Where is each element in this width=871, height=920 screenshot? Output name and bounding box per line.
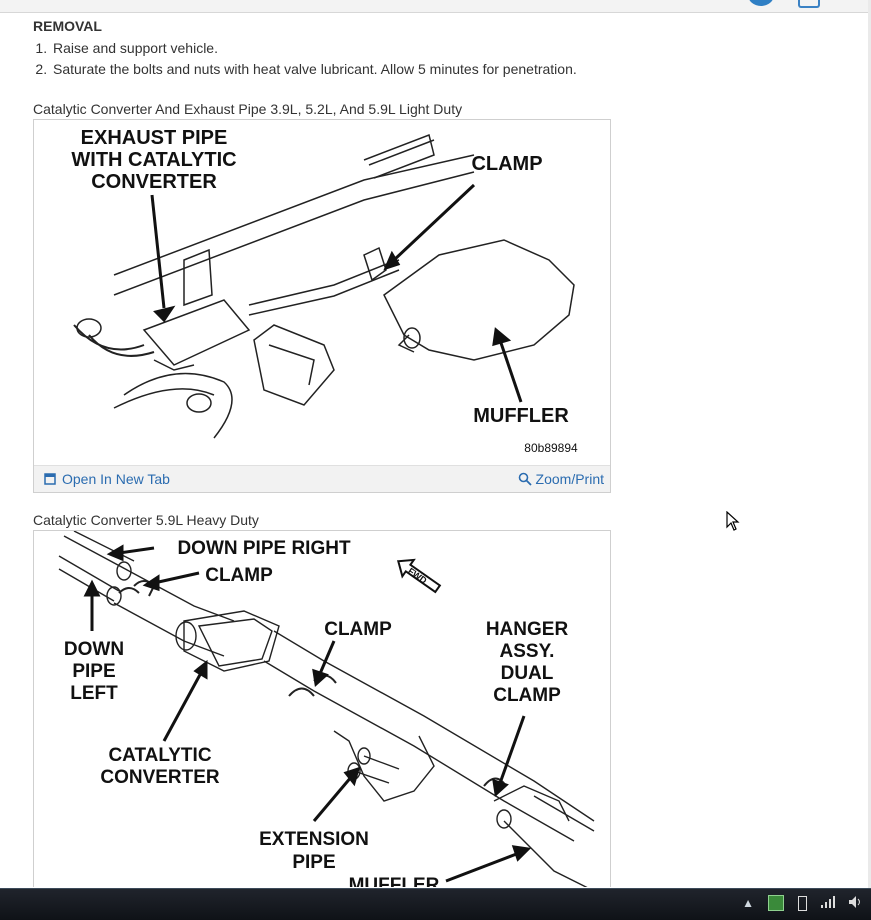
figure-caption: Catalytic Converter And Exhaust Pipe 3.9… (33, 101, 463, 117)
battery-icon[interactable] (798, 895, 807, 911)
label-muffler: MUFFLER (349, 875, 440, 887)
label-catalytic-converter: CATALYTIC (108, 745, 211, 766)
section-heading: REMOVAL (33, 18, 102, 34)
label-hanger: CLAMP (493, 685, 561, 706)
os-taskbar: ▲ (0, 888, 871, 920)
exhaust-diagram-heavy-duty: FWD DOWN PIPE RIGHT CLAMP DOWN PIPE LEFT… (58, 531, 595, 887)
removal-section: REMOVAL Raise and support vehicle. Satur… (33, 18, 683, 82)
menu-icon[interactable] (798, 0, 820, 8)
label-exhaust-pipe: CONVERTER (91, 171, 217, 193)
label-catalytic-converter: CONVERTER (100, 767, 220, 788)
magnifier-icon (518, 472, 532, 486)
label-hanger: ASSY. (500, 641, 555, 662)
zoom-print-label: Zoom/Print (535, 471, 604, 487)
label-down-pipe-left: LEFT (70, 683, 118, 704)
label-clamp: CLAMP (205, 565, 273, 586)
label-hanger: DUAL (501, 663, 554, 684)
open-in-new-tab-link[interactable]: Open In New Tab (44, 471, 170, 487)
scrollbar-track[interactable] (868, 0, 871, 888)
show-hidden-icons-icon[interactable]: ▲ (742, 896, 754, 910)
new-tab-icon (44, 473, 56, 485)
volume-icon[interactable] (849, 895, 863, 911)
browser-top-strip (0, 0, 871, 13)
label-extension-pipe: PIPE (292, 852, 335, 873)
figure-light-duty: EXHAUST PIPE WITH CATALYTIC CONVERTER CL… (33, 119, 611, 493)
label-clamp: CLAMP (471, 153, 542, 175)
label-down-pipe-right: DOWN PIPE RIGHT (177, 538, 351, 559)
label-hanger: HANGER (486, 619, 569, 640)
label-down-pipe-left: PIPE (72, 661, 115, 682)
removal-steps: Raise and support vehicle. Saturate the … (33, 40, 683, 77)
mouse-cursor-icon (726, 511, 740, 531)
label-down-pipe-left: DOWN (64, 639, 124, 660)
label-exhaust-pipe: WITH CATALYTIC (71, 149, 236, 171)
figure-footer: Open In New Tab Zoom/Print (34, 465, 610, 492)
fwd-arrow-icon: FWD (396, 558, 442, 594)
label-muffler: MUFFLER (473, 405, 569, 427)
exhaust-diagram-light-duty: EXHAUST PIPE WITH CATALYTIC CONVERTER CL… (71, 127, 578, 455)
system-tray: ▲ (742, 895, 863, 911)
step-item: Saturate the bolts and nuts with heat va… (51, 61, 683, 77)
figure-caption: Catalytic Converter 5.9L Heavy Duty (33, 512, 259, 528)
signal-icon[interactable] (821, 895, 835, 911)
figure-heavy-duty: FWD DOWN PIPE RIGHT CLAMP DOWN PIPE LEFT… (33, 530, 611, 887)
figure-code: 80b89894 (524, 441, 578, 455)
label-exhaust-pipe: EXHAUST PIPE (81, 127, 228, 149)
app-tray-icon[interactable] (768, 895, 784, 911)
label-extension-pipe: EXTENSION (259, 829, 369, 850)
open-in-new-tab-label: Open In New Tab (62, 471, 170, 487)
user-avatar-icon[interactable] (748, 0, 774, 6)
label-clamp: CLAMP (324, 619, 392, 640)
zoom-print-link[interactable]: Zoom/Print (518, 471, 604, 487)
step-item: Raise and support vehicle. (51, 40, 683, 56)
